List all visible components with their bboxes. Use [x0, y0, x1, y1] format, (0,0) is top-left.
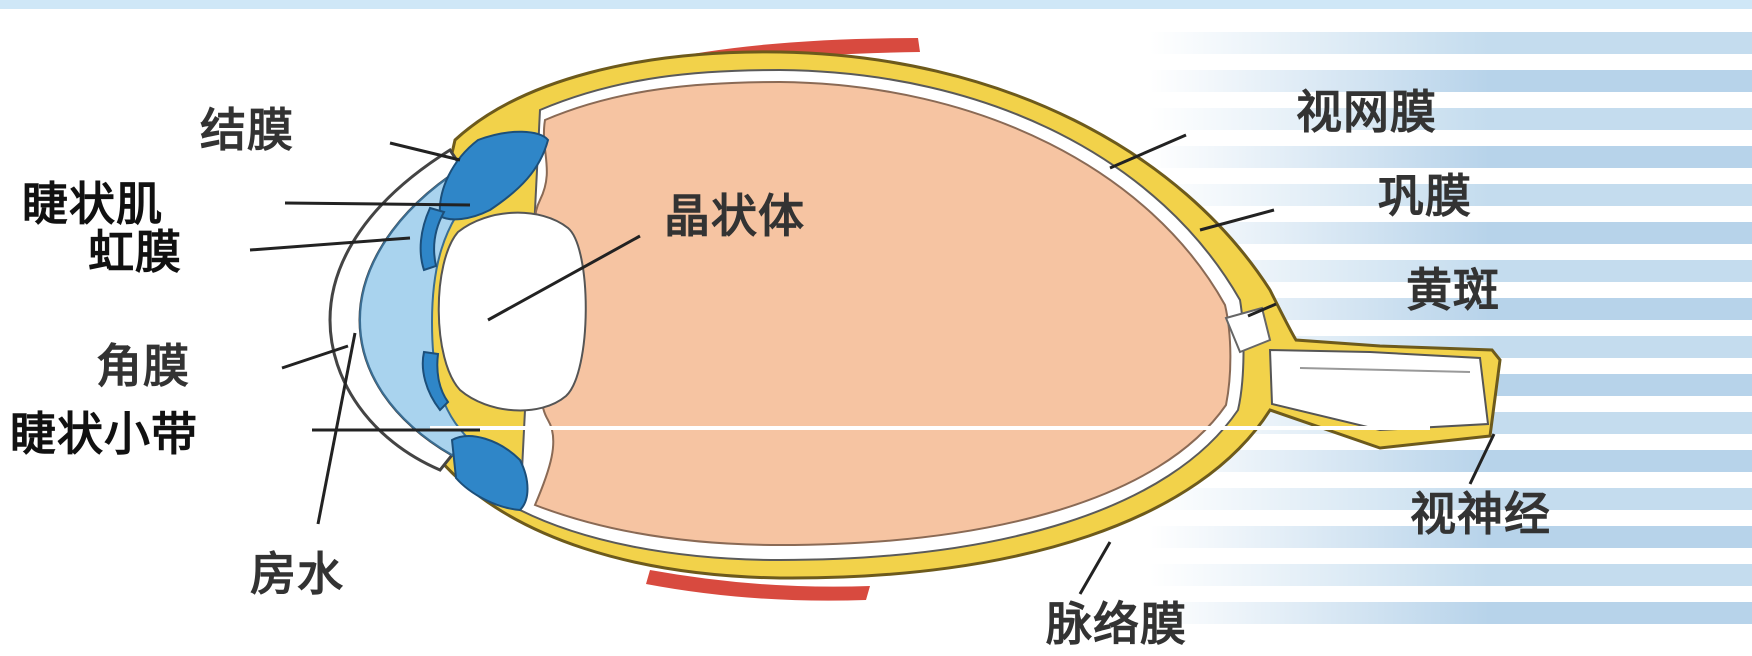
label-zonule: 睫状小带: [10, 408, 198, 460]
top-frame-band: [0, 0, 1752, 9]
label-optic-nerve: 视神经: [1410, 488, 1551, 540]
label-choroid: 脉络膜: [1046, 598, 1187, 650]
label-retina: 视网膜: [1296, 86, 1437, 138]
label-macula: 黄斑: [1406, 264, 1500, 316]
label-sclera: 巩膜: [1378, 170, 1472, 222]
label-iris: 虹膜: [88, 226, 182, 278]
label-aqueous-humor: 房水: [250, 548, 344, 600]
label-ciliary-muscle: 睫状肌: [22, 178, 163, 230]
lens-shape: [439, 213, 586, 411]
label-lens: 晶状体: [664, 190, 805, 242]
label-cornea: 角膜: [96, 340, 190, 392]
label-conjunctiva: 结膜: [200, 104, 294, 156]
